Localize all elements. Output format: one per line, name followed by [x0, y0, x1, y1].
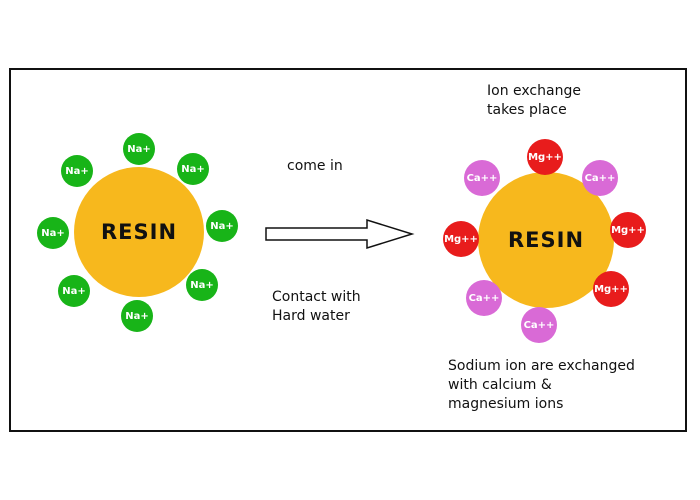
sodium-ion: Na+	[186, 269, 218, 301]
calcium-ion: Ca++	[521, 307, 557, 343]
resin-label-left: RESIN	[100, 220, 178, 244]
magnesium-ion: Mg++	[610, 212, 646, 248]
sodium-ion: Na+	[37, 217, 69, 249]
resin-core-right: RESIN	[478, 172, 614, 308]
calcium-ion: Ca++	[466, 280, 502, 316]
magnesium-ion: Mg++	[443, 221, 479, 257]
resin-core-left: RESIN	[74, 167, 204, 297]
sodium-ion: Na+	[61, 155, 93, 187]
sodium-ion: Na+	[121, 300, 153, 332]
sodium-ion: Na+	[123, 133, 155, 165]
contact-hard-water-label: Contact with Hard water	[272, 289, 361, 324]
come-in-label: come in	[287, 158, 343, 174]
magnesium-ion: Mg++	[593, 271, 629, 307]
sodium-ion: Na+	[58, 275, 90, 307]
ion-exchange-label: Ion exchange takes place	[487, 83, 581, 118]
calcium-ion: Ca++	[464, 160, 500, 196]
calcium-ion: Ca++	[582, 160, 618, 196]
magnesium-ion: Mg++	[527, 139, 563, 175]
sodium-ion: Na+	[206, 210, 238, 242]
sodium-ion: Na+	[177, 153, 209, 185]
resin-label-right: RESIN	[507, 228, 585, 252]
exchange-result-label: Sodium ion are exchanged with calcium & …	[448, 358, 635, 412]
